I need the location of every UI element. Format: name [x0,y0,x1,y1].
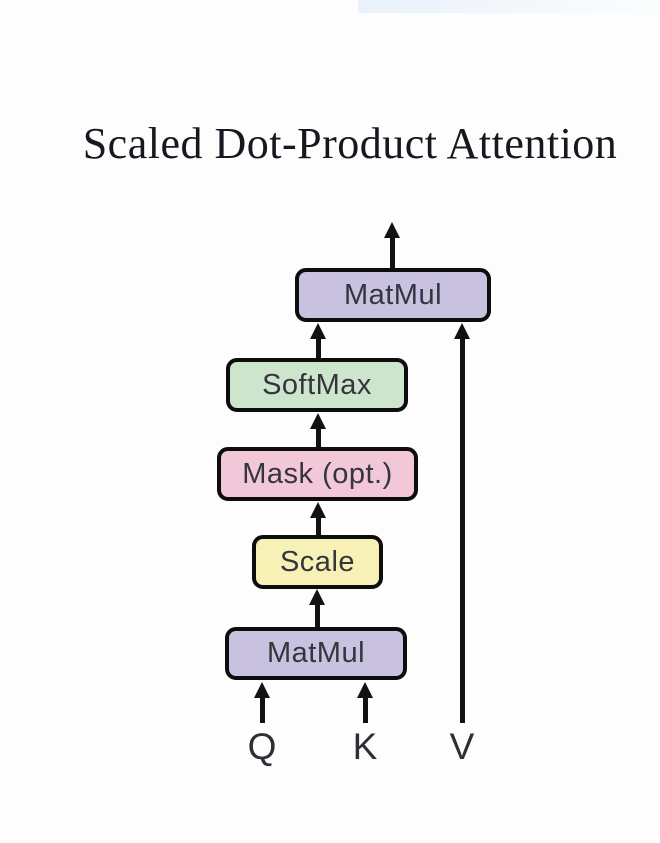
node-softmax-label: SoftMax [262,368,372,401]
input-label-k: K [352,726,378,767]
node-mask-label: Mask (opt.) [242,457,393,490]
arrow-output-head [384,222,400,238]
arrow-k-input-head [357,682,373,698]
arrow-q-input-shaft [260,696,265,723]
node-matmul-top: MatMul [295,268,491,322]
arrow-softmax-to-matmul-shaft [316,337,321,358]
arrow-v-input-shaft [460,337,465,723]
input-label-q: Q [247,726,277,767]
figure-title: Scaled Dot-Product Attention [82,119,618,168]
node-matmul-bottom-label: MatMul [266,637,366,669]
arrow-mask-to-softmax-shaft [316,427,321,447]
arrow-matmul-to-scale-shaft [315,603,320,627]
node-mask: Mask (opt.) [217,447,418,501]
arrow-scale-to-mask-head [310,502,326,518]
arrow-matmul-to-scale-head [309,589,325,605]
arrow-softmax-to-matmul-head [310,323,326,339]
node-matmul-bottom: MatMul [225,627,407,680]
arrow-k-input-shaft [363,696,368,723]
scan-artifact-band [358,0,660,13]
node-scale: Scale [252,535,383,589]
input-label-v: V [449,726,475,767]
arrow-output-shaft [390,236,395,268]
node-softmax: SoftMax [226,358,408,412]
arrow-q-input-head [254,682,270,698]
node-matmul-top-label: MatMul [343,278,443,311]
node-scale-label: Scale [279,545,356,578]
arrow-mask-to-softmax-head [310,413,326,429]
arrow-v-input-head [454,323,470,339]
arrow-scale-to-mask-shaft [316,516,321,535]
